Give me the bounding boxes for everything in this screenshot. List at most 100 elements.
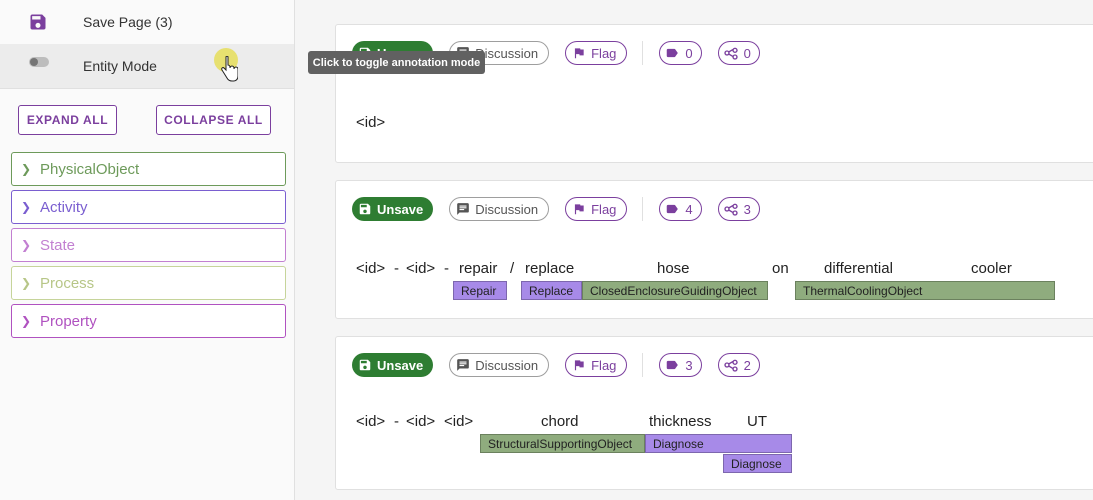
share-count-button[interactable]: 3 xyxy=(717,197,760,221)
share-count: 2 xyxy=(743,357,751,373)
card-toolbar: Unsave Discussion Flag 3 2 xyxy=(352,353,776,377)
token[interactable]: <id> xyxy=(444,413,474,430)
token[interactable]: on xyxy=(772,260,789,277)
toolbar-divider xyxy=(642,197,644,221)
annotation-activity[interactable]: Replace xyxy=(521,281,582,300)
chevron-right-icon: ❯ xyxy=(20,162,32,176)
flag-label: Flag xyxy=(591,45,617,61)
share-count: 3 xyxy=(743,201,751,217)
category-label: State xyxy=(40,236,76,254)
token[interactable]: / xyxy=(510,260,515,277)
unsave-label: Unsave xyxy=(377,201,424,217)
toolbar-divider xyxy=(642,353,644,377)
chevron-right-icon: ❯ xyxy=(20,276,32,290)
label-icon xyxy=(667,204,679,214)
token[interactable]: repair xyxy=(459,260,498,277)
save-page-button[interactable]: Save Page (3) xyxy=(0,0,294,44)
expand-all-button[interactable]: EXPAND ALL xyxy=(18,105,117,135)
discussion-label: Discussion xyxy=(475,45,539,61)
save-icon xyxy=(30,14,46,30)
category-physicalobject[interactable]: ❯ PhysicalObject xyxy=(11,152,286,186)
save-icon xyxy=(359,359,371,371)
chevron-right-icon: ❯ xyxy=(20,314,32,328)
token[interactable]: - xyxy=(394,413,399,430)
comment-icon xyxy=(457,203,470,215)
token[interactable]: differential xyxy=(824,260,893,277)
unsave-button[interactable]: Unsave xyxy=(352,353,434,377)
token[interactable]: - xyxy=(394,260,399,277)
share-icon xyxy=(724,203,738,216)
comment-icon xyxy=(457,359,470,371)
save-page-label: Save Page (3) xyxy=(83,14,173,30)
share-icon xyxy=(724,47,738,60)
token[interactable]: cooler xyxy=(971,260,1012,277)
token[interactable]: chord xyxy=(541,413,579,430)
annotation-activity[interactable]: Diagnose xyxy=(723,454,792,473)
annotation-activity[interactable]: Diagnose xyxy=(645,434,792,453)
annotation-activity[interactable]: Repair xyxy=(453,281,507,300)
annotation-physical-object[interactable]: ClosedEnclosureGuidingObject xyxy=(582,281,768,300)
token[interactable]: - xyxy=(444,260,449,277)
discussion-button[interactable]: Discussion xyxy=(449,353,550,377)
discussion-button[interactable]: Discussion xyxy=(449,197,550,221)
share-count-button[interactable]: 2 xyxy=(717,353,760,377)
category-label: Process xyxy=(40,274,95,292)
chevron-right-icon: ❯ xyxy=(20,200,32,214)
category-activity[interactable]: ❯ Activity xyxy=(11,190,286,224)
hand-cursor-icon xyxy=(221,56,238,82)
flag-button[interactable]: Flag xyxy=(565,353,628,377)
discussion-label: Discussion xyxy=(475,357,539,373)
unsave-button[interactable]: Unsave xyxy=(352,197,434,221)
token[interactable]: <id> xyxy=(356,114,386,131)
tag-count: 4 xyxy=(685,201,693,217)
entity-mode-toggle-row[interactable]: Entity Mode xyxy=(0,44,294,88)
token[interactable]: UT xyxy=(747,413,767,430)
entity-mode-switch[interactable] xyxy=(29,57,49,67)
tag-count: 3 xyxy=(685,357,693,373)
collapse-all-button[interactable]: COLLAPSE ALL xyxy=(156,105,271,135)
save-icon xyxy=(359,203,371,215)
category-property[interactable]: ❯ Property xyxy=(11,304,286,338)
tag-count-button[interactable]: 3 xyxy=(659,353,702,377)
token[interactable]: replace xyxy=(525,260,575,277)
card-toolbar: Unsave Discussion Flag 4 3 xyxy=(352,197,776,221)
token[interactable]: hose xyxy=(657,260,690,277)
category-label: Property xyxy=(40,312,97,330)
discussion-label: Discussion xyxy=(475,201,539,217)
token[interactable]: <id> xyxy=(406,413,436,430)
flag-icon xyxy=(575,204,584,215)
token[interactable]: <id> xyxy=(356,413,386,430)
tag-count-button[interactable]: 0 xyxy=(659,41,702,65)
category-label: PhysicalObject xyxy=(40,160,140,178)
label-icon xyxy=(667,48,679,58)
flag-button[interactable]: Flag xyxy=(565,41,628,65)
token[interactable]: <id> xyxy=(406,260,436,277)
tag-count: 0 xyxy=(685,45,693,61)
chevron-right-icon: ❯ xyxy=(20,238,32,252)
category-process[interactable]: ❯ Process xyxy=(11,266,286,300)
sidebar: Save Page (3) Entity Mode EXPAND ALL COL… xyxy=(0,0,295,500)
category-state[interactable]: ❯ State xyxy=(11,228,286,262)
toolbar-divider xyxy=(642,41,644,65)
token[interactable]: thickness xyxy=(649,413,712,430)
share-icon xyxy=(724,359,738,372)
label-icon xyxy=(667,360,679,370)
flag-label: Flag xyxy=(591,357,617,373)
token[interactable]: <id> xyxy=(356,260,386,277)
share-count: 0 xyxy=(743,45,751,61)
category-label: Activity xyxy=(40,198,88,216)
annotation-physical-object[interactable]: ThermalCoolingObject xyxy=(795,281,1055,300)
annotation-card: Unsave Discussion Flag 3 2 <id> - <id> <… xyxy=(335,336,1093,490)
share-count-button[interactable]: 0 xyxy=(717,41,760,65)
flag-label: Flag xyxy=(591,201,617,217)
flag-button[interactable]: Flag xyxy=(565,197,628,221)
flag-icon xyxy=(575,48,584,59)
flag-icon xyxy=(575,360,584,371)
tag-count-button[interactable]: 4 xyxy=(659,197,702,221)
switch-knob xyxy=(30,58,38,66)
entity-mode-label: Entity Mode xyxy=(83,58,157,74)
tooltip: Click to toggle annotation mode xyxy=(308,51,485,74)
annotation-physical-object[interactable]: StructuralSupportingObject xyxy=(480,434,645,453)
sidebar-divider xyxy=(0,88,294,89)
annotation-card: Unsave Discussion Flag 0 0 <id> xyxy=(335,24,1093,163)
